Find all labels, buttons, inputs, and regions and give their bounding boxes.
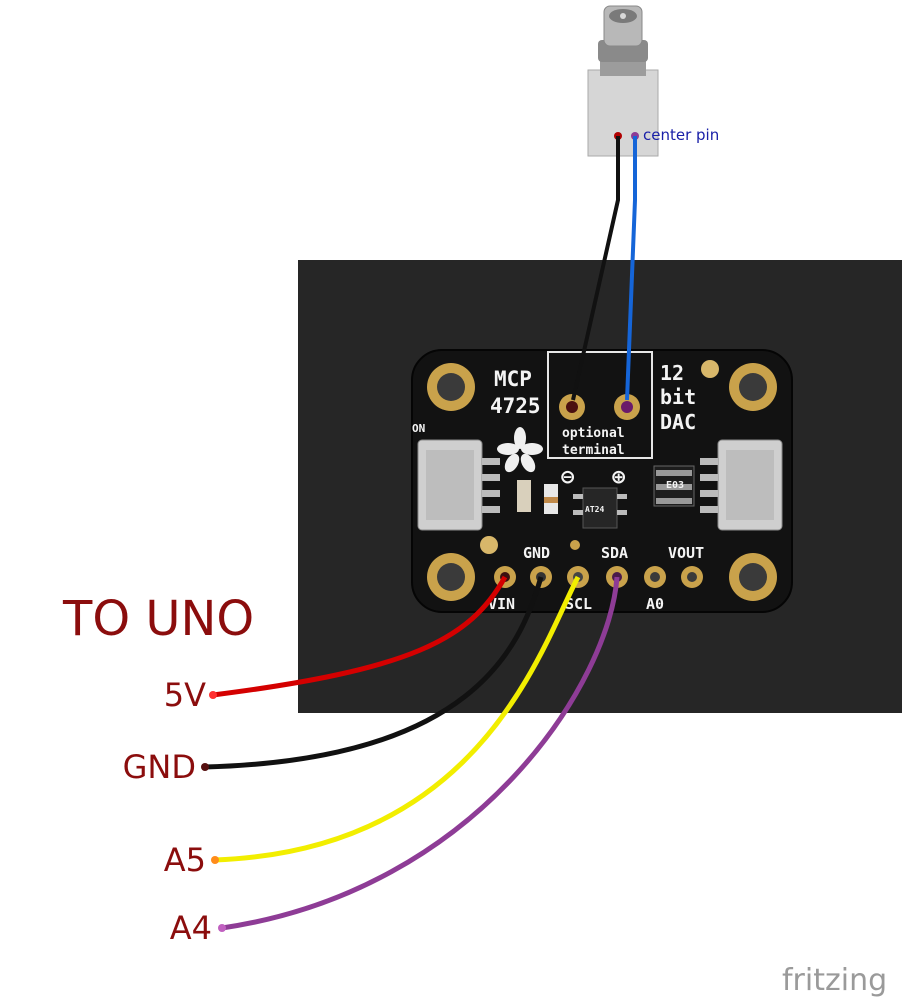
capacitor bbox=[517, 480, 531, 512]
mcp4725-breakout-board: MCP 4725 12 bit DAC optional terminal ⊖ … bbox=[411, 349, 793, 613]
stemma-qt-connector-left bbox=[417, 439, 500, 531]
wire-red-5v bbox=[212, 575, 508, 698]
wire-black-jack bbox=[571, 136, 620, 401]
terminal-label-line1: optional bbox=[562, 426, 625, 441]
pin-label-a0: A0 bbox=[646, 595, 664, 613]
mounting-hole bbox=[729, 363, 777, 411]
fritzing-watermark: fritzing bbox=[782, 963, 887, 998]
center-pin-label: center pin bbox=[643, 126, 719, 144]
resistor-marking: E03 bbox=[666, 480, 684, 491]
wire-blue-jack bbox=[625, 136, 637, 401]
pin-label-vin: VIN bbox=[488, 595, 515, 613]
plus-symbol: ⊕ bbox=[612, 465, 625, 490]
uno-pin-a5: A5 bbox=[164, 841, 206, 879]
wire-purple-a4 bbox=[221, 576, 620, 931]
to-uno-title: TO UNO bbox=[62, 591, 254, 647]
wire-end-gnd bbox=[201, 763, 209, 771]
wire-end-a4 bbox=[218, 924, 226, 932]
board-name-line2: 4725 bbox=[490, 394, 541, 418]
dac-label-line1: 12 bbox=[660, 361, 684, 385]
wire-yellow-a5 bbox=[214, 575, 581, 863]
mounting-hole bbox=[427, 553, 475, 601]
led-label: ON bbox=[412, 422, 425, 435]
mounting-hole bbox=[729, 553, 777, 601]
uno-pin-gnd: GND bbox=[123, 748, 196, 786]
fiducial-dot bbox=[701, 360, 719, 378]
dac-label-line2: bit bbox=[660, 385, 696, 409]
wire-end-5v bbox=[209, 691, 217, 699]
fiducial-dot bbox=[480, 536, 498, 554]
pin-label-vout: VOUT bbox=[668, 544, 704, 562]
minus-symbol: ⊖ bbox=[561, 465, 574, 490]
uno-pin-a4: A4 bbox=[170, 909, 212, 947]
optional-terminal-outline bbox=[547, 351, 653, 459]
terminal-label-line2: terminal bbox=[562, 443, 625, 458]
wire-end-a5 bbox=[211, 856, 219, 864]
chip-marking: AT24 bbox=[585, 505, 604, 514]
adafruit-logo bbox=[497, 427, 543, 473]
pin-label-scl: SCL bbox=[565, 595, 592, 613]
stemma-qt-connector-right bbox=[700, 439, 783, 531]
mcp4725-chip bbox=[582, 487, 618, 529]
pin-label-gnd: GND bbox=[523, 544, 550, 562]
dac-label-line3: DAC bbox=[660, 410, 696, 434]
bnc-jack bbox=[587, 5, 659, 157]
wire-black-gnd bbox=[204, 576, 544, 770]
board-name-line1: MCP bbox=[494, 367, 532, 391]
mounting-hole bbox=[427, 363, 475, 411]
uno-pin-5v: 5V bbox=[164, 676, 206, 714]
via-dot bbox=[570, 540, 580, 550]
pin-label-sda: SDA bbox=[601, 544, 628, 562]
